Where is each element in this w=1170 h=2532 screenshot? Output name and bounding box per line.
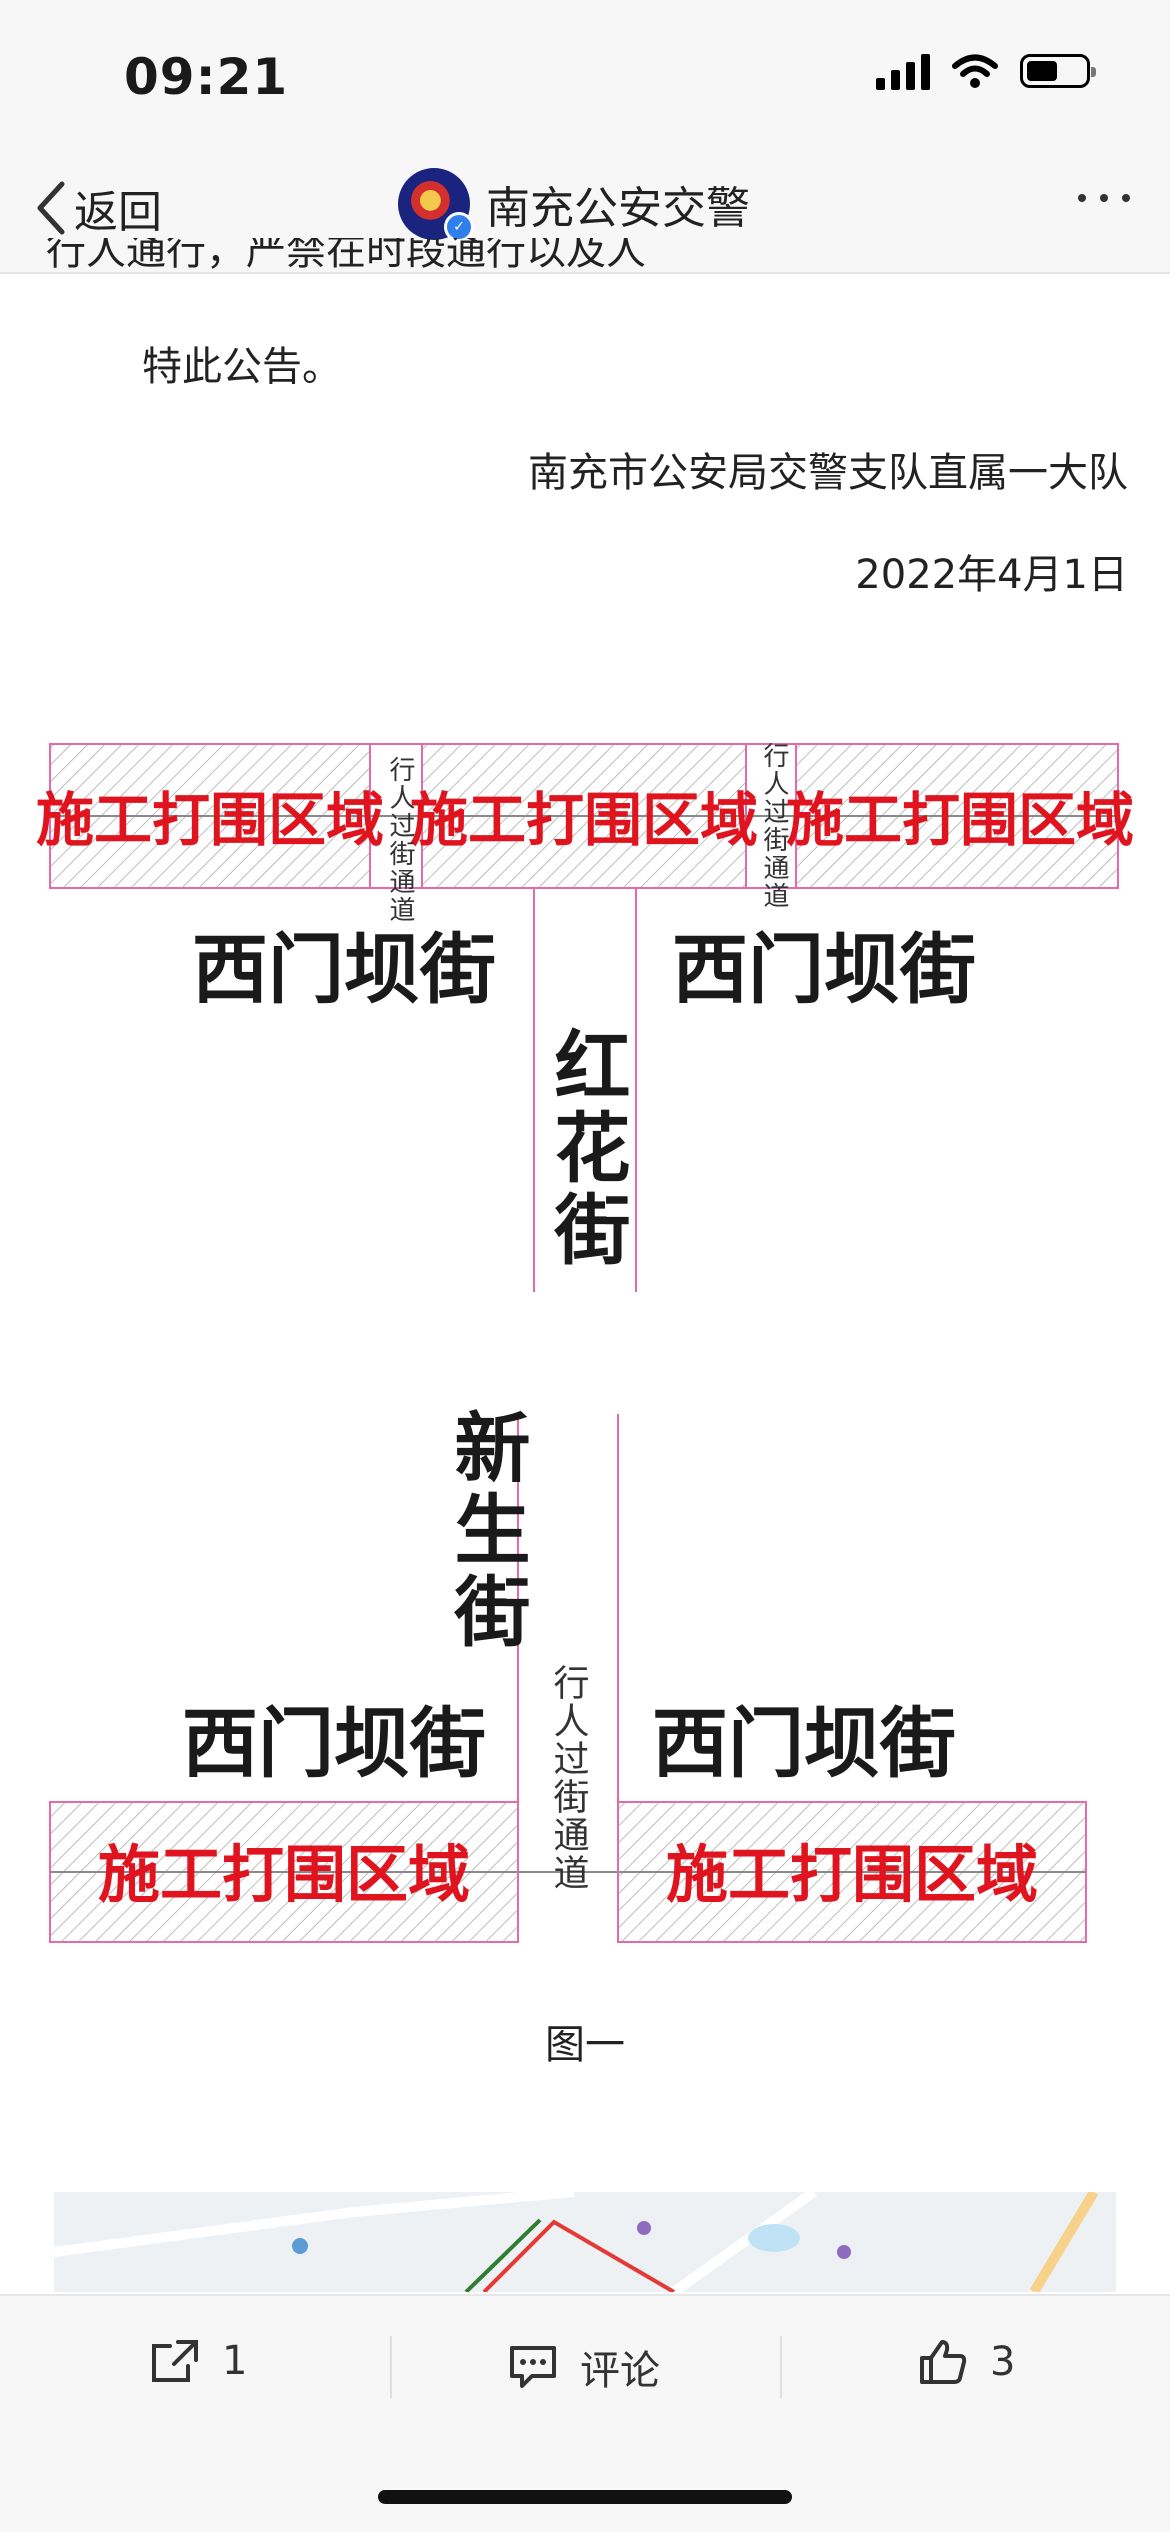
status-time: 09:21 <box>124 48 289 106</box>
account-header[interactable]: ✓ 南充公安交警 <box>398 168 750 242</box>
status-icons <box>876 52 1096 90</box>
comment-button[interactable]: 评论 <box>508 2338 660 2396</box>
navigation-bar: 返回 ✓ 南充公安交警 <box>0 140 1170 274</box>
share-button[interactable]: 1 <box>148 2338 247 2384</box>
date-text: 2022年4月1日 <box>855 552 1128 598</box>
page-title: 南充公安交警 <box>486 183 750 234</box>
street-name-ximenba: 西门坝街 <box>192 925 496 1014</box>
share-count: 1 <box>222 2338 248 2384</box>
street-name-ximenba: 西门坝街 <box>652 1699 956 1788</box>
divider <box>390 2336 392 2398</box>
wifi-icon <box>952 54 998 88</box>
status-bar: 09:21 <box>0 0 1170 140</box>
notice-text: 特此公告。 <box>142 344 342 390</box>
home-indicator <box>378 2490 792 2504</box>
comment-icon <box>510 2346 556 2388</box>
bottom-construction-zones <box>49 1801 1087 1943</box>
back-button[interactable]: 返回 <box>32 176 162 240</box>
thumbs-up-icon <box>920 2340 967 2384</box>
divider <box>780 2336 782 2398</box>
street-name-honghua: 红花街 <box>542 1026 632 1272</box>
pedestrian-passage-label: 行人过街通道 <box>385 756 415 924</box>
verified-badge-icon: ✓ <box>444 212 474 242</box>
cellular-signal-icon <box>876 52 930 90</box>
zone-label: 施工打围区域 <box>410 788 758 853</box>
street-name-ximenba: 西门坝街 <box>672 925 976 1014</box>
figure-caption: 图一 <box>545 2022 625 2068</box>
zone-label: 施工打围区域 <box>666 1841 1038 1910</box>
street-name-xinsheng: 新生街 <box>442 1408 532 1654</box>
pedestrian-passage-label: 行人过街通道 <box>759 742 789 910</box>
zone-label: 施工打围区域 <box>36 788 384 853</box>
top-construction-zones <box>49 743 1119 889</box>
diagram-svg: 施工打围区域 施工打围区域 施工打围区域 施工打围区域 施工打围区域 行人过街通… <box>36 742 1134 1943</box>
zone-label: 施工打围区域 <box>786 788 1134 853</box>
account-avatar[interactable]: ✓ <box>398 168 474 242</box>
issuer-text: 南充市公安局交警支队直属一大队 <box>528 450 1128 496</box>
intersection-diagram: 施工打围区域 施工打围区域 施工打围区域 施工打围区域 施工打围区域 行人过街通… <box>0 700 1170 2050</box>
like-button[interactable]: 3 <box>918 2338 1015 2386</box>
battery-icon <box>1020 54 1096 88</box>
share-icon <box>152 2340 198 2382</box>
comment-label: 评论 <box>580 2348 660 2394</box>
pedestrian-passage-label: 行人过街通道 <box>548 1664 590 1892</box>
back-label: 返回 <box>74 187 162 238</box>
more-options-button[interactable] <box>1078 194 1130 202</box>
like-count: 3 <box>990 2339 1016 2385</box>
chevron-left-icon <box>37 181 65 235</box>
map-image[interactable] <box>54 2192 1116 2292</box>
street-name-ximenba: 西门坝街 <box>182 1699 486 1788</box>
article-previous-line: 行人通行，严禁在时段通行以及人员…… <box>46 238 646 274</box>
zone-label: 施工打围区域 <box>98 1841 470 1910</box>
